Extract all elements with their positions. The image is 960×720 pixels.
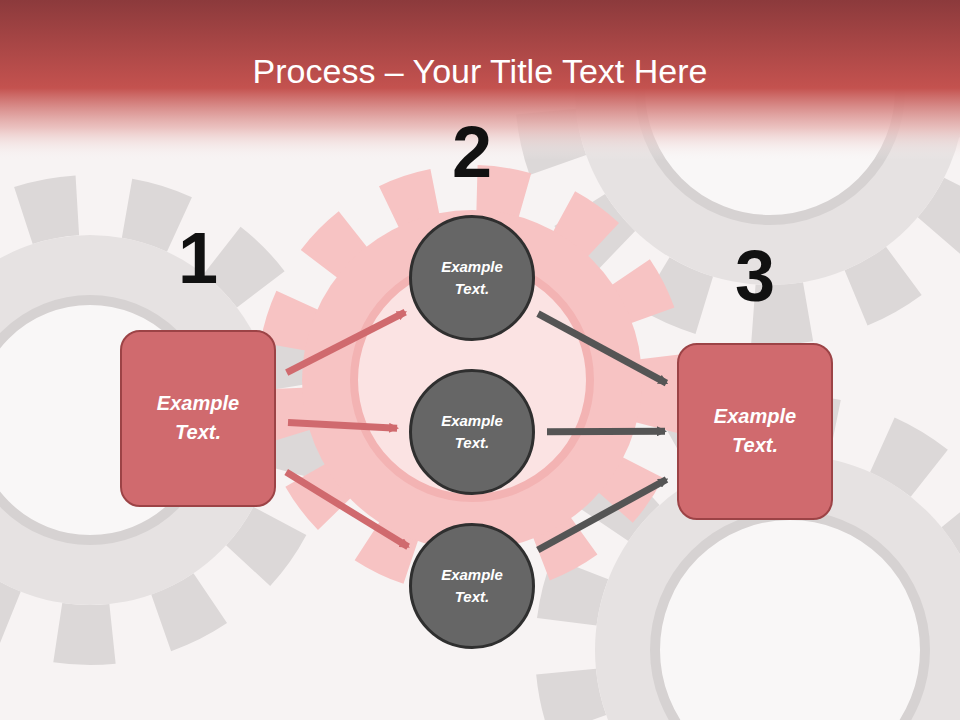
node-text: Example Text. [427, 564, 517, 608]
process-circle: Example Text. [409, 369, 535, 495]
process-circle: Example Text. [409, 215, 535, 341]
flow-arrow [288, 423, 397, 429]
step-number: 1 [178, 222, 218, 294]
text-group: Example Text. [695, 402, 815, 460]
flow-arrow [286, 472, 408, 547]
text-group: Example Text. [427, 256, 517, 300]
flow-arrow [547, 428, 665, 435]
grey-gear [0, 205, 305, 635]
step-number: 2 [452, 116, 492, 188]
step-number: 3 [735, 240, 775, 312]
flow-arrow [538, 314, 666, 383]
flow-arrow [538, 480, 667, 551]
process-box: Example Text. [677, 343, 833, 520]
flow-arrow [287, 312, 406, 373]
slide-title: Process – Your Title Text Here [0, 52, 960, 91]
node-text: Example Text. [427, 256, 517, 300]
node-text: Example Text. [695, 402, 815, 460]
process-box: Example Text. [120, 330, 276, 507]
node-text: Example Text. [427, 410, 517, 454]
text-group: Example Text. [138, 389, 258, 447]
node-text: Example Text. [138, 389, 258, 447]
process-circle: Example Text. [409, 523, 535, 649]
text-group: Example Text. [427, 410, 517, 454]
text-group: Example Text. [427, 564, 517, 608]
